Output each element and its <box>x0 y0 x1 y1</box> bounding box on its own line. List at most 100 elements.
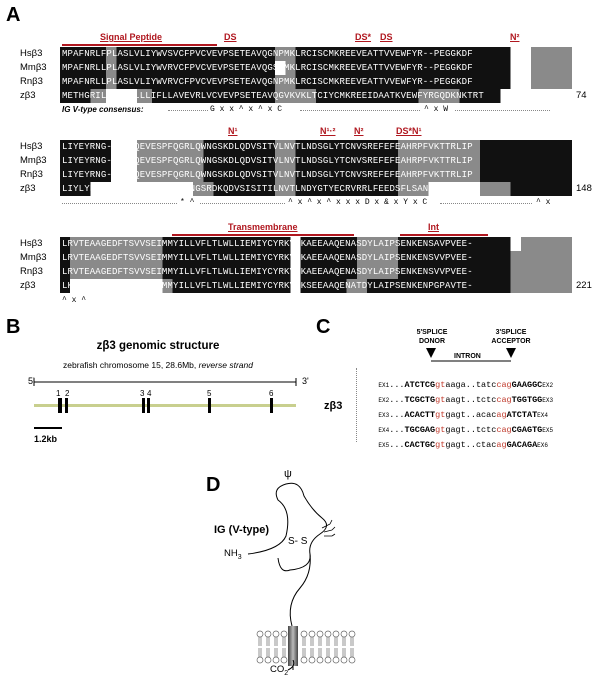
alignment-row: Hsβ3 LRVTEAAGEDFTSVVSEIMMYILLVFLTLWLLIEM… <box>20 237 600 251</box>
species-label: zβ3 <box>20 280 36 291</box>
exon-4 <box>147 398 150 413</box>
exon-label-6: 6 <box>269 389 274 398</box>
sequence-text: LRVTEAAGEDFTSVVSEIMMYILLVFLTLWLLIEMIYCYR… <box>62 267 473 277</box>
residue-number: 148 <box>576 183 592 194</box>
ig-v-type-label: IG (V-type) <box>214 524 270 536</box>
alignment-row: Hsβ3 LIYEYRNG----HQEVESPFQGRLQWNGSKDLQDV… <box>20 140 600 154</box>
exon-1 <box>58 398 62 413</box>
intron-start: gagt <box>445 410 466 420</box>
feature-label-int: Int <box>428 222 439 232</box>
donor-arrow-icon <box>426 348 436 358</box>
sequence-shading <box>60 154 572 168</box>
sequence-text: LIYEYRNG----HQEVESPFQGRLQWNGSKDLQDVSITVL… <box>62 170 473 180</box>
feature-label-ds-star: DS* <box>355 32 372 42</box>
exon-end-seq: CACTGC <box>404 440 436 450</box>
exon-end-seq: ACACTT <box>404 410 436 420</box>
consensus-dotted-line <box>455 110 550 111</box>
exon-left-label: EX5 <box>378 442 390 449</box>
exon-right-label: EX3 <box>542 397 554 404</box>
exon-label-1: 1 <box>56 389 61 398</box>
acceptor-site: cag <box>496 395 512 405</box>
donor-site: gt <box>435 440 446 450</box>
sequence-text: MPAFNRLFPLASLVLIYWVSVCFPVCVEVPSETEAVQGNP… <box>62 49 473 59</box>
species-label: zβ3 <box>20 90 36 101</box>
exon-right-label: EX6 <box>537 442 548 449</box>
exon-label-4: 4 <box>147 389 152 398</box>
exon-end-seq: TCGCTG <box>404 395 436 405</box>
exon-right-label: EX4 <box>537 412 548 419</box>
protein-topology-panel: ψ IG (V-type) NH3 S- S <box>200 468 460 680</box>
species-label: zβ3 <box>20 183 36 194</box>
glycosylation-psi-label: ψ <box>284 468 292 480</box>
exon-end-seq: TGCGAG <box>404 425 436 435</box>
acceptor-site: cag <box>496 380 512 390</box>
exon-right-label: EX2 <box>542 382 554 389</box>
glycosylation-icon <box>321 519 336 537</box>
consensus-dotted-line <box>200 203 285 204</box>
sequence-text: LRVTEAAGEDFTSVVSEIMMYILLVFLTLWLLIEMIYCYR… <box>62 239 473 249</box>
species-label: Rnβ3 <box>20 169 43 180</box>
exon-end-seq: ATCTCG <box>404 380 436 390</box>
alignment-row: Mmβ3 MPAFNRLLPLASLVLIYWVRVCFPVCVEVPSETEA… <box>20 61 600 75</box>
sequence-text: MPAFNRLLPLASLVLIYWVRVCFPVCVEVPSETEAVQGNP… <box>62 77 473 87</box>
feature-label-signal-peptide: Signal Peptide <box>100 32 163 42</box>
sequence-shading <box>60 89 572 103</box>
genomic-title: zβ3 genomic structure <box>96 340 220 352</box>
chromosome-bar <box>34 404 296 407</box>
sequence-shading <box>60 75 572 89</box>
intron-end: tatc <box>475 380 497 390</box>
exon-label-5: 5 <box>207 389 212 398</box>
exon-label-2: 2 <box>65 389 70 398</box>
alignment-row: zβ3 METHGRILNLHLLLLLIFLLAVEVRLVCVEVPSETE… <box>20 89 600 103</box>
genomic-structure-panel: zβ3 genomic structure zebrafish chromoso… <box>0 316 316 466</box>
exon-start-seq: TGGTGG <box>511 395 543 405</box>
feature-label-n2: N² <box>510 32 520 42</box>
species-label: Hsβ3 <box>20 141 43 152</box>
scale-bar <box>34 427 62 429</box>
donor-site: gt <box>435 395 446 405</box>
cytoplasmic-tail-ext <box>287 660 295 671</box>
donor-site: gt <box>435 410 446 420</box>
splice-markers <box>426 348 516 362</box>
feature-label-ds-n1: DS*N¹ <box>396 126 422 136</box>
signal-peptide-bar <box>62 44 217 46</box>
feature-label-ds-2: DS <box>380 32 393 42</box>
sequence-text: LIYEYRNG----HQEVESPFQGRLQWNGSKDLQDVSITVL… <box>62 142 473 152</box>
splice-row: EX3...ACACTTgtgagt..acacagATCTATEX4 <box>378 410 548 420</box>
sequence-text: LIYLYDGEPQEPKEVEQKGRVTWNGSRDKQDVSISITILN… <box>62 184 462 194</box>
exon-start-seq: GAAGGC <box>511 380 543 390</box>
consensus-dotted-line <box>168 110 208 111</box>
three-prime-label: 3' <box>302 376 309 386</box>
exon-start-seq: ATCTAT <box>506 410 538 420</box>
exon-3 <box>142 398 145 413</box>
exon-5 <box>208 398 211 413</box>
disulfide-bond-label: S- S <box>288 536 308 547</box>
sequence-text: MPAFNRLLPLASLVLIYWVRVCFPVCVEVPSETEAVQGSP… <box>62 63 473 73</box>
species-label: Mmβ3 <box>20 62 47 73</box>
exon-left-label: EX1 <box>378 382 390 389</box>
acceptor-label-line2: ACCEPTOR <box>491 338 531 345</box>
alignment-row: Hsβ3 MPAFNRLFPLASLVLIYWVSVCFPVCVEVPSETEA… <box>20 47 600 61</box>
alignment-panel: Signal Peptide DS DS* DS N² Hsβ3 MPAFNRL… <box>0 0 600 316</box>
splice-bracket <box>356 368 358 442</box>
intron-label: INTRON <box>454 353 481 360</box>
ig-domain-loop <box>247 482 327 572</box>
residue-number: 74 <box>576 90 587 101</box>
genomic-subtitle-strand: reverse strand <box>198 360 253 370</box>
sequence-text: LKVNMRASADFIAYVSEIMMYILLVFLTLWLLIEMIYCYR… <box>62 281 473 291</box>
genomic-map <box>33 378 297 413</box>
sequence-shading <box>60 47 572 61</box>
transmembrane-bar <box>172 234 354 236</box>
acceptor-label: 3'SPLICE ACCEPTOR <box>476 328 546 346</box>
exon-left-label: EX3 <box>378 412 390 419</box>
species-label: Hsβ3 <box>20 48 43 59</box>
acceptor-site: cag <box>496 425 512 435</box>
intron-start: aaga <box>445 380 466 390</box>
exon-left-label: EX4 <box>378 427 390 434</box>
acceptor-arrow-icon <box>506 348 516 358</box>
feature-label-n12: N¹·² <box>320 126 336 136</box>
sequence-text: METHGRILNLHLLLLLIFLLAVEVRLVCVEVPSETEAVQG… <box>62 91 484 101</box>
donor-site: gt <box>435 380 446 390</box>
donor-label-line2: DONOR <box>418 338 446 345</box>
int-bar <box>400 234 488 236</box>
